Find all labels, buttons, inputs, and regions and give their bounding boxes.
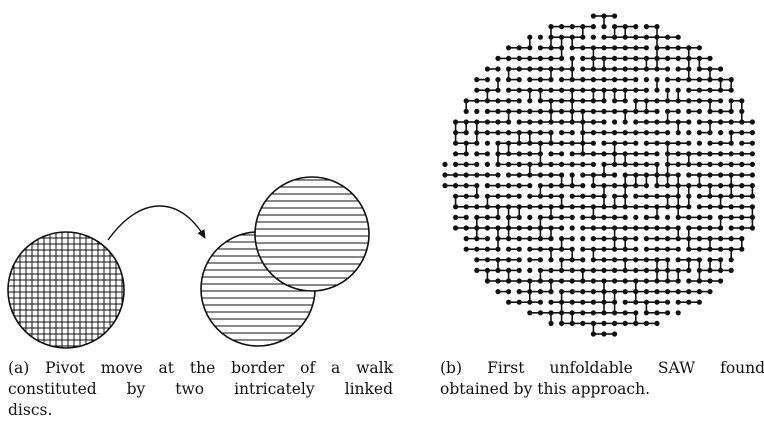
caption-b-line-2: obtained by this approach. [440,380,650,398]
caption-a-line-3: discs. [8,401,53,419]
caption-a: (a) Pivot move at the border of a walk c… [8,358,393,421]
caption-b-line-1: (b) First unfoldable SAW found, [440,359,764,377]
panel-a-illustration [7,176,370,349]
self-avoiding-walk-disc [442,13,756,337]
gridded-disc [7,231,125,349]
caption-b: (b) First unfoldable SAW found, obtained… [440,358,764,400]
hatched-disc-upper [254,176,370,292]
pivot-arrow [107,205,206,241]
caption-a-line-2: constituted by two intricately linked [8,380,393,398]
caption-a-line-1: (a) Pivot move at the border of a walk [8,359,393,377]
